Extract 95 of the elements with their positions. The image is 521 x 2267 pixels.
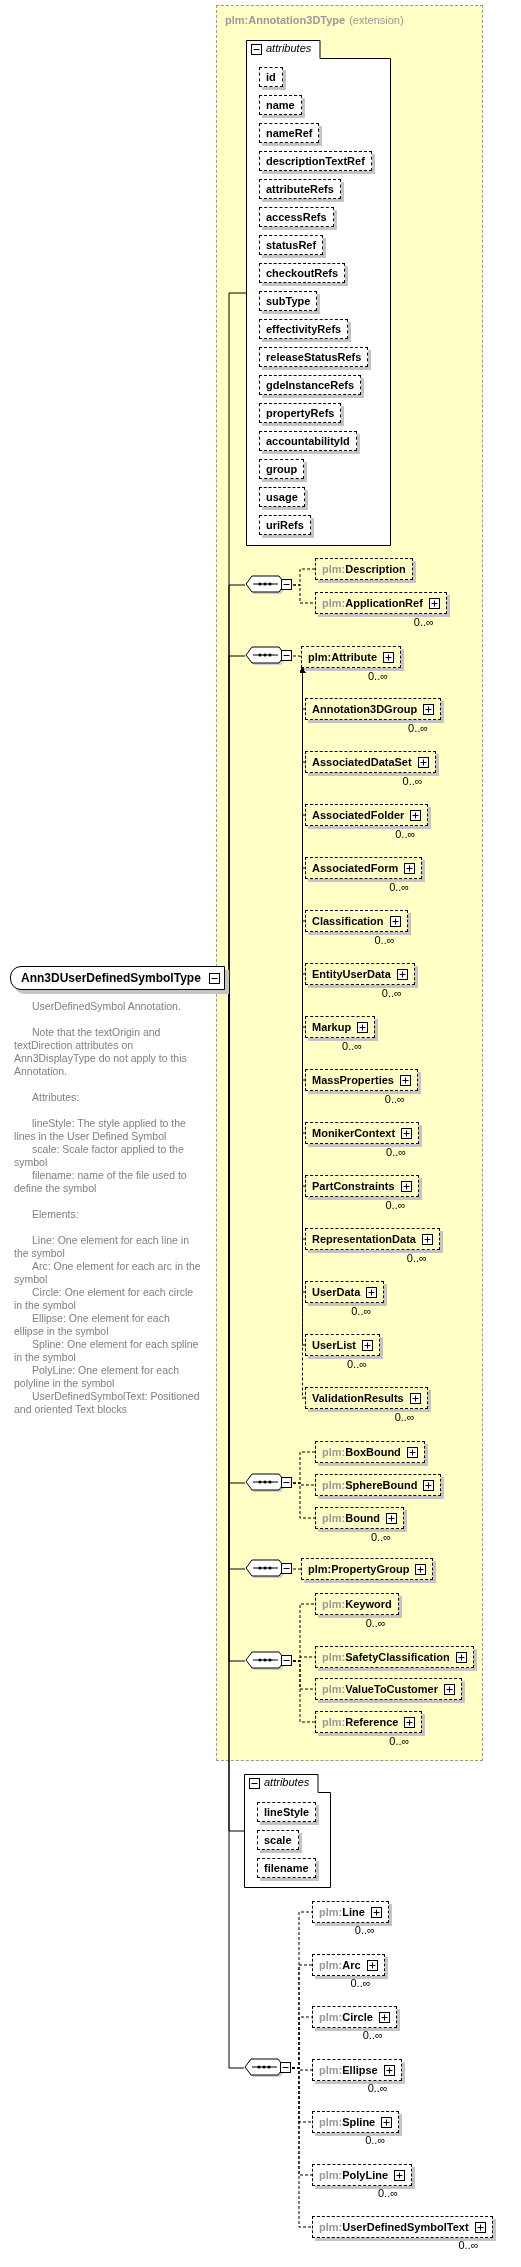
description-text: Arc: One element for each arc in the symbol: [14, 1260, 202, 1286]
occurrence-label: 0..∞: [385, 1199, 406, 1211]
attribute-name: lineStyle: [264, 1806, 310, 1818]
occurrence-label: 0..∞: [408, 722, 429, 734]
group-title: plm:Annotation3DType: [225, 14, 346, 26]
element-name: plm:PropertyGroup: [308, 1563, 410, 1575]
element-name: UserList: [312, 1339, 357, 1351]
element-name: MonikerContext: [312, 1127, 396, 1139]
attribute-name: gdeInstanceRefs: [266, 379, 355, 391]
occurrence-label: 0..∞: [365, 1617, 386, 1629]
description-text: UserDefinedSymbolText: Positioned and oriented Text blocks: [14, 1390, 201, 1416]
description-text: filename: name of the file used to define the symbol: [14, 1169, 188, 1195]
element-name: plm:Ellipse: [319, 2064, 378, 2076]
description-text: Line: One element for each line in the symbol: [14, 1234, 190, 1260]
occurrence-label: 0..∞: [365, 2134, 386, 2146]
occurrence-label: 0..∞: [389, 1735, 410, 1747]
element-name: Classification: [312, 915, 384, 927]
occurrence-label: 0..∞: [362, 2029, 383, 2041]
element-name: plm:ApplicationRef: [322, 597, 423, 609]
element-name: AssociatedFolder: [312, 809, 405, 821]
element-name: plm:Keyword: [322, 1598, 392, 1610]
element-name: AssociatedForm: [312, 862, 399, 874]
occurrence-label: 0..∞: [374, 934, 395, 946]
occurrence-label: 0..∞: [381, 987, 402, 999]
element-name: plm:BoxBound: [322, 1446, 401, 1458]
attribute-name: name: [266, 99, 295, 111]
element-name: plm:Spline: [319, 2116, 376, 2128]
occurrence-label: 0..∞: [458, 2239, 479, 2251]
occurrence-label: 0..∞: [394, 1411, 415, 1423]
description-text: Circle: One element for each circle in the symbol: [14, 1286, 195, 1312]
element-name: MassProperties: [312, 1074, 394, 1086]
element-name: RepresentationData: [312, 1233, 416, 1245]
element-name: plm:ValueToCustomer: [322, 1683, 438, 1695]
attribute-name: scale: [264, 1834, 292, 1846]
occurrence-label: 0..∞: [406, 1252, 427, 1264]
occurrence-label: 0..∞: [354, 1924, 375, 1936]
element-name: Annotation3DGroup: [312, 703, 418, 715]
element-name: ValidationResults: [312, 1392, 404, 1404]
occurrence-label: 0..∞: [395, 828, 416, 840]
description-text: Elements:: [31, 1208, 80, 1221]
element-name: plm:Reference: [322, 1716, 399, 1728]
occurrence-label: 0..∞: [371, 1531, 392, 1543]
description-text: Attributes:: [31, 1091, 81, 1104]
element-name: plm:SafetyClassification: [322, 1651, 450, 1663]
element-name: plm:Bound: [322, 1512, 381, 1524]
attribute-name: releaseStatusRefs: [266, 351, 362, 363]
attribute-name: accountabilityId: [266, 435, 350, 447]
element-name: PartConstraints: [312, 1180, 395, 1192]
attribute-name: nameRef: [266, 127, 313, 139]
element-name: UserData: [312, 1286, 361, 1298]
occurrence-label: 0..∞: [413, 616, 434, 628]
attribute-name: statusRef: [266, 239, 317, 251]
attribute-name: descriptionTextRef: [266, 155, 365, 167]
group-label: attributes: [266, 42, 312, 54]
description-text: Ellipse: One element for each ellipse in the symbol: [14, 1312, 171, 1338]
attribute-name: usage: [266, 491, 298, 503]
occurrence-label: 0..∞: [386, 1146, 407, 1158]
occurrence-label: 0..∞: [389, 881, 410, 893]
attribute-name: attributeRefs: [266, 183, 334, 195]
description-text: PolyLine: One element for each polyline in the symbol: [14, 1364, 181, 1390]
element-name: plm:UserDefinedSymbolText: [319, 2221, 469, 2233]
attribute-name: effectivityRefs: [266, 323, 342, 335]
element-name: plm:Description: [322, 563, 406, 575]
attribute-name: id: [266, 71, 276, 83]
description-text: Note that the textOrigin and textDirection attributes on Ann3DisplayType do not apply to this Annotation.: [14, 1026, 188, 1078]
element-name: plm:Line: [319, 1906, 365, 1918]
type-name: Ann3DUserDefinedSymbolType: [21, 971, 201, 985]
occurrence-label: 0..∞: [350, 1977, 371, 1989]
attribute-name: propertyRefs: [266, 407, 335, 419]
element-name: plm:Arc: [319, 1959, 361, 1971]
description-text: Spline: One element for each spline in the symbol: [14, 1338, 200, 1364]
group-subtitle: (extension): [349, 14, 404, 26]
element-name: plm:PolyLine: [319, 2169, 389, 2181]
attribute-name: group: [266, 463, 298, 475]
element-name: Markup: [312, 1021, 352, 1033]
occurrence-label: 0..∞: [367, 2082, 388, 2094]
occurrence-label: 0..∞: [384, 1093, 405, 1105]
attribute-name: accessRefs: [266, 211, 327, 223]
attribute-name: checkoutRefs: [266, 267, 339, 279]
attribute-name: filename: [264, 1862, 309, 1874]
occurrence-label: 0..∞: [346, 1358, 368, 1370]
element-name: plm:Circle: [319, 2011, 373, 2023]
element-name: plm:Attribute: [308, 651, 378, 663]
attribute-name: subType: [266, 295, 311, 307]
occurrence-label: 0..∞: [351, 1305, 372, 1317]
occurrence-label: 0..∞: [402, 775, 423, 787]
element-name: AssociatedDataSet: [312, 756, 412, 768]
description-text: UserDefinedSymbol Annotation.: [31, 1000, 182, 1013]
element-name: EntityUserData: [312, 968, 391, 980]
element-name: plm:SphereBound: [322, 1479, 418, 1491]
group-label: attributes: [264, 1776, 310, 1788]
attribute-name: uriRefs: [266, 519, 304, 531]
occurrence-label: 0..∞: [367, 670, 389, 682]
occurrence-label: 0..∞: [378, 2187, 399, 2199]
occurrence-label: 0..∞: [342, 1040, 363, 1052]
